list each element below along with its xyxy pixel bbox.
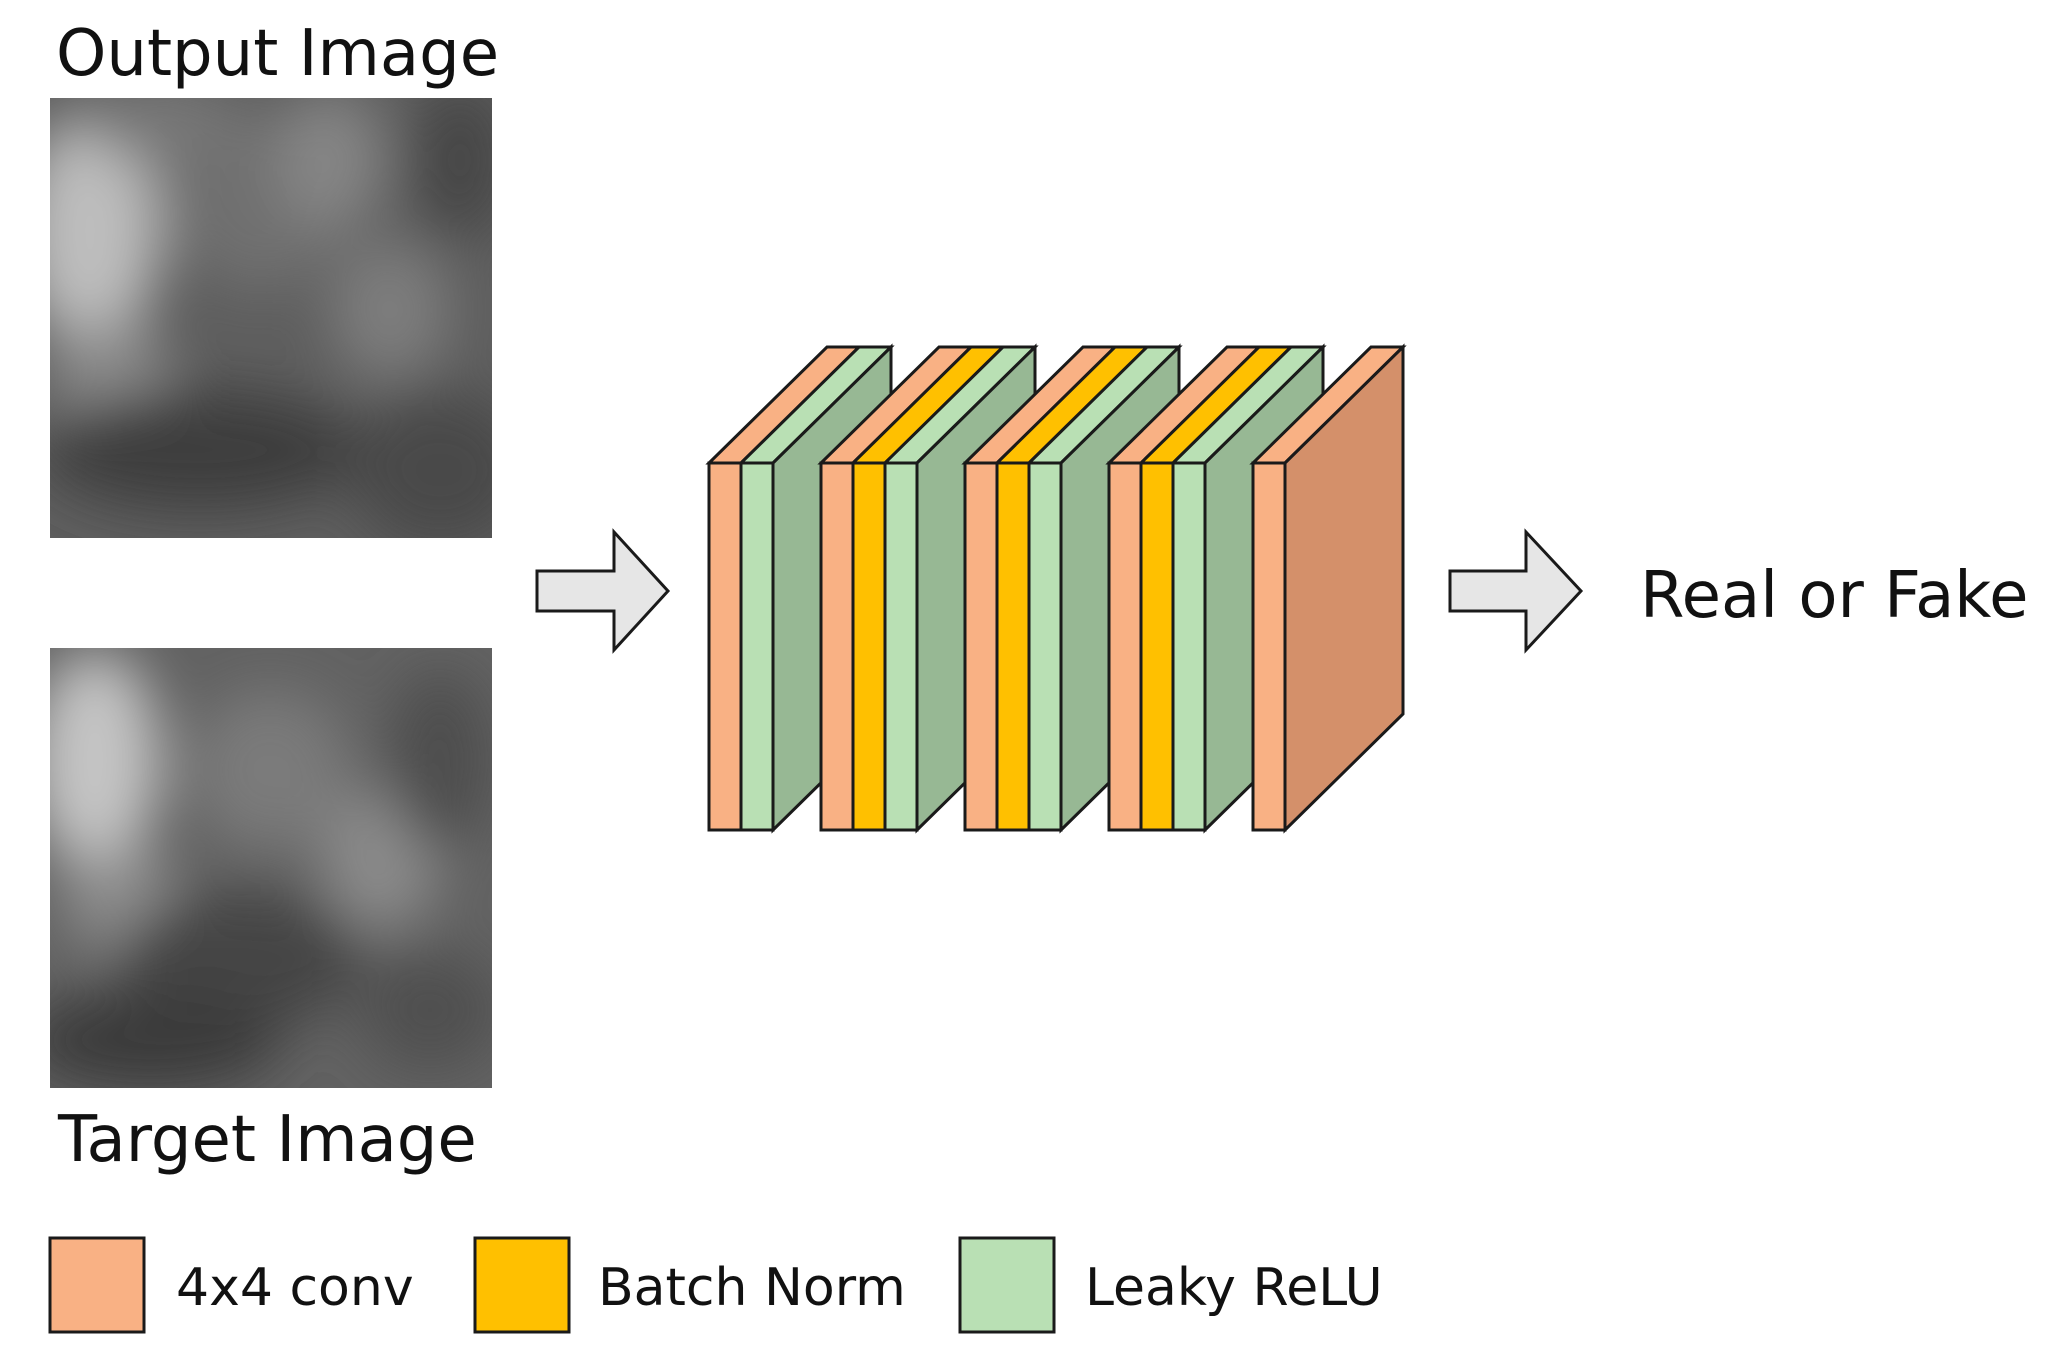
output-image: [50, 98, 492, 538]
layer-front-batch-norm: [851, 461, 887, 832]
layer-front-leaky-relu: [739, 461, 775, 832]
legend-swatch-batch-norm: [473, 1236, 571, 1334]
input-arrow-icon: [535, 528, 671, 654]
legend-label-batch-norm: Batch Norm: [598, 1258, 906, 1318]
layer-front-batch-norm: [1139, 461, 1175, 832]
layer-front-4x4-conv: [819, 461, 855, 832]
target-image-title: Target Image: [58, 1103, 477, 1177]
layer-front-leaky-relu: [883, 461, 919, 832]
layer-side-4x4-conv: [1283, 343, 1405, 834]
layer-front-batch-norm: [995, 461, 1031, 832]
layer-front-4x4-conv: [707, 461, 743, 832]
legend-label-leaky-relu: Leaky ReLU: [1085, 1258, 1383, 1318]
legend-label-conv: 4x4 conv: [176, 1258, 414, 1318]
layer-front-leaky-relu: [1027, 461, 1063, 832]
output-image-title: Output Image: [56, 17, 500, 91]
legend-swatch-leaky-relu: [958, 1236, 1056, 1334]
layer-front-4x4-conv: [1251, 461, 1287, 832]
output-arrow-icon: [1448, 528, 1584, 654]
legend-swatch-conv: [48, 1236, 146, 1334]
result-label: Real or Fake: [1640, 559, 2029, 633]
layer-front-4x4-conv: [1107, 461, 1143, 832]
layer-stack: [705, 343, 1407, 834]
layer-front-4x4-conv: [963, 461, 999, 832]
target-image: [50, 648, 492, 1088]
layer-front-leaky-relu: [1171, 461, 1207, 832]
